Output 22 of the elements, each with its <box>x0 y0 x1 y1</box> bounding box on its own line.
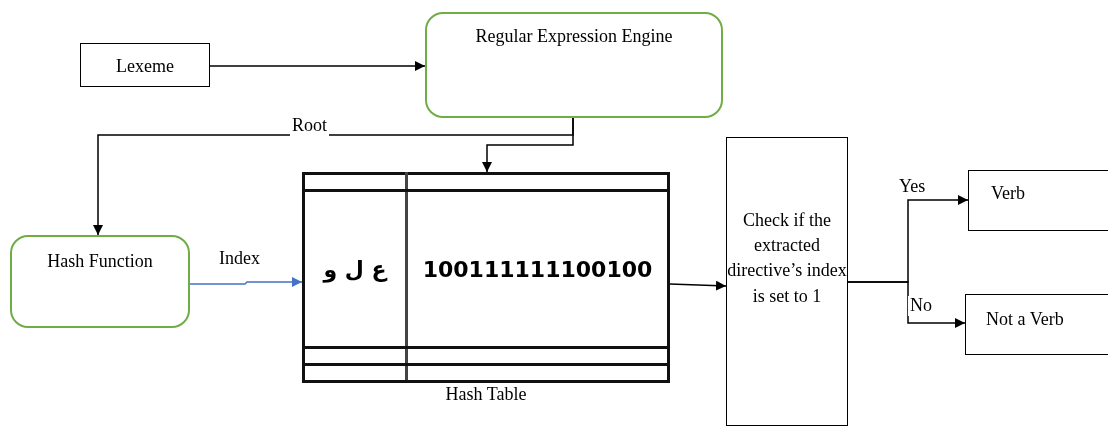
box-label: Verb <box>991 183 1025 203</box>
process-box <box>10 235 190 328</box>
process-box <box>726 137 848 426</box>
arrow <box>482 117 574 173</box>
process-box <box>80 43 210 87</box>
box-label: Regular Expression Engine <box>475 26 673 46</box>
hash-table <box>302 172 670 383</box>
table-cell-text: ع ل و <box>323 256 387 282</box>
process-box <box>425 12 723 118</box>
edge-label: Root <box>290 116 329 136</box>
arrow <box>189 277 303 287</box>
arrow <box>669 280 727 291</box>
arrow <box>847 281 966 328</box>
output-box <box>968 170 1108 231</box>
arrow <box>209 61 426 71</box>
box-label: Hash Function <box>47 251 153 271</box>
edge-label: No <box>908 296 934 316</box>
table-cell-text: 100111111100100 <box>422 256 653 282</box>
box-label: Not a Verb <box>986 309 1064 329</box>
box-label: Check if the extracted directive’s index is set to 1 <box>727 210 847 306</box>
output-box <box>965 294 1108 355</box>
box-label: Lexeme <box>116 56 174 76</box>
